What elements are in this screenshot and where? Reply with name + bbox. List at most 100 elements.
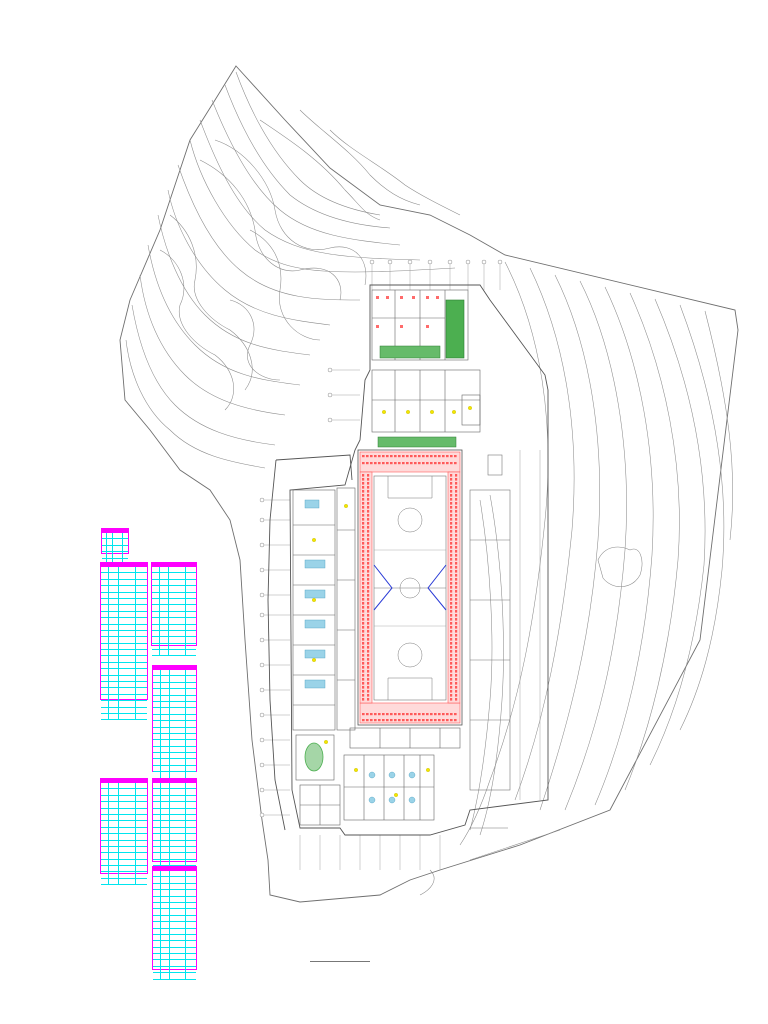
table-cell [109, 707, 119, 713]
table-cell [153, 890, 161, 896]
table-row [101, 866, 147, 873]
table-cell [170, 827, 187, 834]
table-cell [161, 759, 170, 765]
seat [367, 594, 370, 597]
table-cell [119, 675, 137, 682]
table-cell [101, 840, 110, 846]
table-row [153, 902, 196, 910]
table-row [153, 966, 196, 974]
table-row [101, 586, 147, 593]
table-cell [109, 878, 119, 885]
table-cell [107, 545, 113, 552]
table-row [153, 670, 196, 677]
table-cell [186, 834, 196, 839]
table-cell [136, 644, 147, 649]
table-cell [123, 546, 128, 551]
table-cell [136, 682, 147, 687]
table-row [153, 727, 196, 734]
table-cell [170, 853, 187, 859]
table-cell [170, 708, 187, 714]
seat [450, 494, 453, 497]
seat [450, 606, 453, 609]
table-cell [109, 579, 119, 586]
table-cell [161, 890, 170, 896]
seat [398, 719, 401, 722]
table-cell [186, 847, 196, 852]
table-cell [170, 701, 187, 708]
table-row [101, 846, 147, 854]
seat [430, 713, 433, 716]
table-cell [186, 721, 196, 726]
table-cell [186, 922, 196, 927]
table-cell [186, 871, 196, 876]
seat [455, 550, 458, 553]
table-cell [119, 840, 137, 846]
seat [414, 455, 417, 458]
table-row [153, 821, 196, 828]
table-cell [109, 592, 119, 598]
table-cell [113, 558, 124, 564]
table-cell [161, 846, 170, 853]
table-row [153, 909, 196, 916]
table-cell [186, 973, 196, 978]
table-cell [119, 713, 137, 720]
seat [370, 462, 373, 465]
table-cell [119, 662, 137, 669]
seat [362, 658, 365, 661]
seat [438, 455, 441, 458]
seat [455, 642, 458, 645]
table-cell [161, 670, 170, 676]
table-row [153, 941, 196, 948]
seat [367, 686, 370, 689]
seat [450, 626, 453, 629]
caption-underline [310, 961, 370, 962]
table-cell [186, 734, 196, 739]
table-row [101, 592, 147, 599]
table-cell [119, 618, 137, 624]
table-cell [161, 746, 170, 753]
table-cell [109, 789, 119, 795]
seat [366, 455, 369, 458]
seat [362, 670, 365, 673]
table-cell [119, 688, 137, 694]
table-header-bar [153, 666, 196, 670]
seat [455, 614, 458, 617]
table-row [153, 689, 196, 696]
table-row [153, 973, 196, 980]
table-cell [186, 593, 196, 598]
table-cell [101, 567, 110, 573]
table-cell [161, 834, 170, 840]
seat [450, 498, 453, 501]
table-cell [170, 896, 187, 902]
table-cell [170, 746, 187, 753]
table-cell [136, 809, 147, 814]
table-cell [160, 598, 169, 605]
seat [362, 682, 365, 685]
table-cell [136, 853, 147, 858]
west-wing [292, 487, 356, 826]
table-cell [186, 809, 196, 814]
table-cell [152, 598, 161, 605]
table-cell [170, 727, 187, 733]
seat [362, 674, 365, 677]
table-cell [136, 586, 147, 591]
table-cell [101, 605, 110, 611]
seating-top-marks [376, 296, 439, 328]
table-row [153, 753, 196, 760]
table-row [152, 643, 196, 651]
table-cell [169, 605, 186, 611]
seat [367, 698, 370, 701]
table-cell [136, 663, 147, 668]
table-cell [101, 682, 110, 688]
seat [367, 562, 370, 565]
table-cell [160, 592, 169, 598]
table-cell [101, 821, 110, 827]
table-cell [109, 573, 119, 579]
seat [362, 590, 365, 593]
seat [455, 474, 458, 477]
seat [450, 482, 453, 485]
table-cell [161, 682, 170, 689]
table-cell [170, 808, 187, 814]
seat [450, 686, 453, 689]
table-cell [186, 766, 196, 771]
